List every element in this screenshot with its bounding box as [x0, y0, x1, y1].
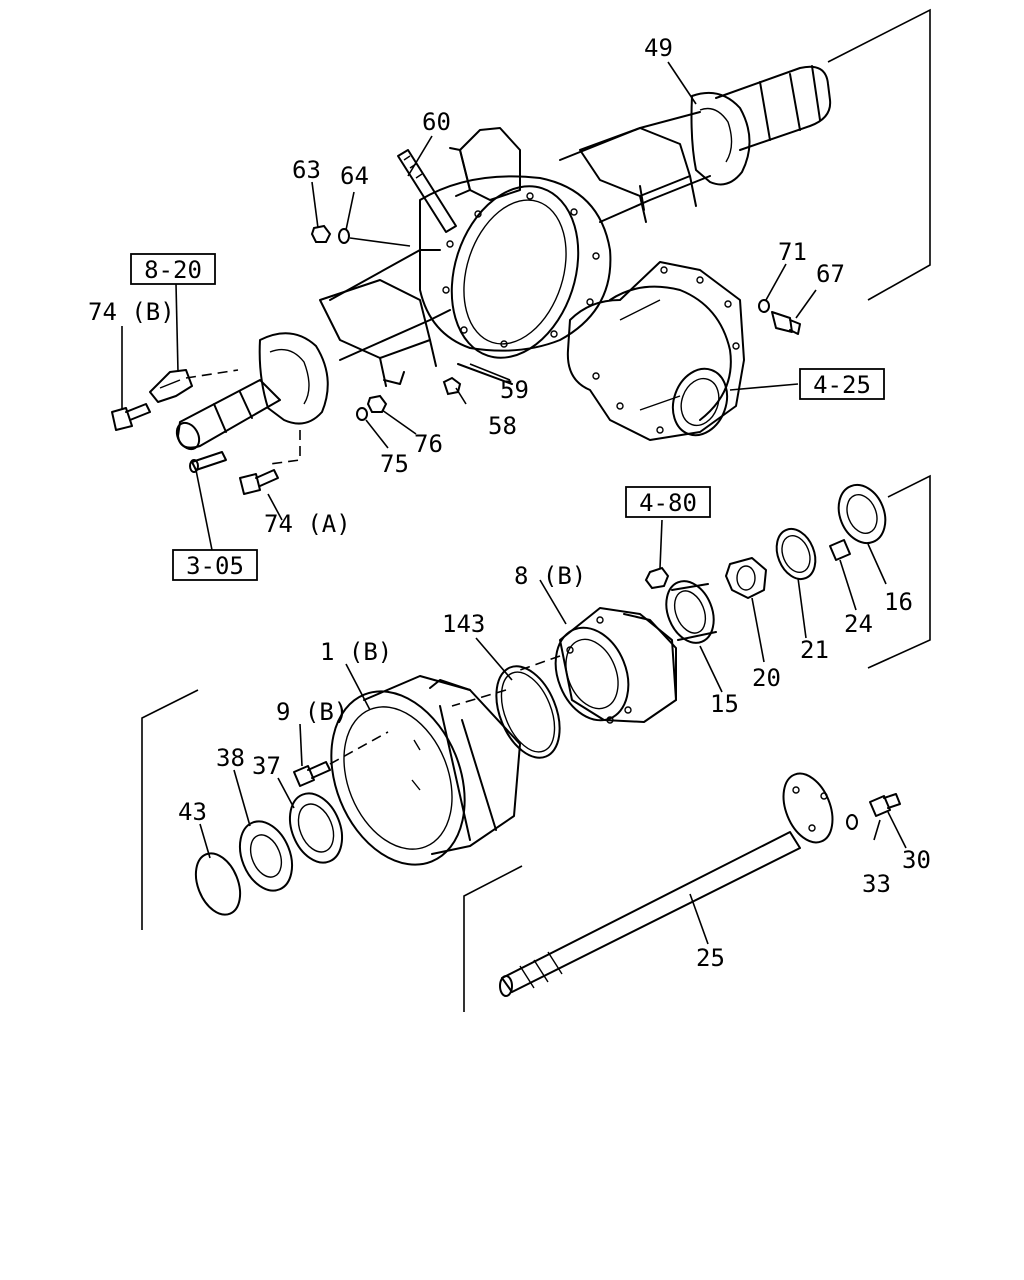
callout-60: 60 — [422, 108, 451, 136]
callout-49: 49 — [644, 34, 673, 62]
callout-16: 16 — [884, 588, 913, 616]
brake-drum-1b — [330, 675, 521, 866]
callout-63: 63 — [292, 156, 321, 184]
seal-37 — [288, 792, 344, 864]
right-middle-frame — [867, 474, 931, 669]
nut-20 — [725, 557, 767, 599]
nut-76 — [366, 394, 388, 413]
callout-58: 58 — [488, 412, 517, 440]
callout-37: 37 — [252, 752, 281, 780]
lock-washer-21 — [775, 527, 817, 581]
pin-59 — [457, 363, 513, 385]
bracket-8-20 — [149, 369, 193, 403]
washer-64 — [338, 228, 350, 244]
bolt-74b — [111, 403, 151, 431]
axle-shaft-25 — [499, 772, 834, 997]
callout-15: 15 — [710, 690, 739, 718]
cap-16 — [837, 483, 887, 545]
callout-74a: 74 (A) — [264, 510, 351, 538]
callout-43: 43 — [178, 798, 207, 826]
shaft-frame — [463, 865, 523, 1012]
washer-33 — [846, 814, 858, 830]
callout-21: 21 — [800, 636, 829, 664]
callout-33: 33 — [862, 870, 891, 898]
nut-63 — [310, 224, 332, 243]
bearing-15 — [665, 580, 717, 644]
washer-71 — [758, 299, 770, 313]
svg-text:3-05: 3-05 — [186, 552, 244, 580]
upper-section-frame — [827, 8, 931, 301]
callout-8b: 8 (B) — [514, 562, 586, 590]
svg-text:8-20: 8-20 — [144, 256, 202, 284]
leader-lines — [121, 61, 907, 945]
bolt-9b — [293, 761, 331, 787]
callout-30: 30 — [902, 846, 931, 874]
callout-24: 24 — [844, 610, 873, 638]
snap-ring-43 — [194, 852, 242, 916]
callout-9b: 9 (B) — [276, 698, 348, 726]
callout-labels: 49 60 63 64 71 67 74 (B) 59 58 76 75 74 … — [88, 34, 931, 972]
left-lower-frame — [141, 689, 199, 930]
pin-3-05 — [189, 451, 227, 473]
callout-59: 59 — [500, 376, 529, 404]
bearing-38 — [238, 820, 294, 892]
differential-carrier — [566, 261, 745, 441]
callout-38: 38 — [216, 744, 245, 772]
bolt-30 — [869, 793, 901, 817]
hub-8b — [554, 607, 677, 724]
callout-75: 75 — [380, 450, 409, 478]
callout-76: 76 — [414, 430, 443, 458]
callout-64: 64 — [340, 162, 369, 190]
nut-58 — [442, 376, 462, 396]
svg-text:4-80: 4-80 — [639, 489, 697, 517]
callout-74b: 74 (B) — [88, 298, 175, 326]
ref-box-8-20[interactable]: 8-20 — [130, 253, 216, 285]
svg-text:4-25: 4-25 — [813, 371, 871, 399]
axle-housing — [175, 65, 832, 451]
ref-box-4-25[interactable]: 4-25 — [799, 368, 885, 400]
bolt-74a — [239, 469, 279, 495]
callout-20: 20 — [752, 664, 781, 692]
callout-71: 71 — [778, 238, 807, 266]
bolt-24 — [829, 539, 851, 561]
washer-75 — [356, 407, 368, 421]
callout-25: 25 — [696, 944, 725, 972]
ref-box-4-80[interactable]: 4-80 — [625, 486, 711, 518]
callout-1b: 1 (B) — [320, 638, 392, 666]
stud-60 — [397, 149, 457, 233]
ref-box-3-05[interactable]: 3-05 — [172, 549, 258, 581]
bolt-67 — [771, 311, 801, 335]
callout-143: 143 — [442, 610, 485, 638]
nut-4-80 — [644, 566, 670, 590]
callout-67: 67 — [816, 260, 845, 288]
ring-143 — [495, 665, 561, 759]
